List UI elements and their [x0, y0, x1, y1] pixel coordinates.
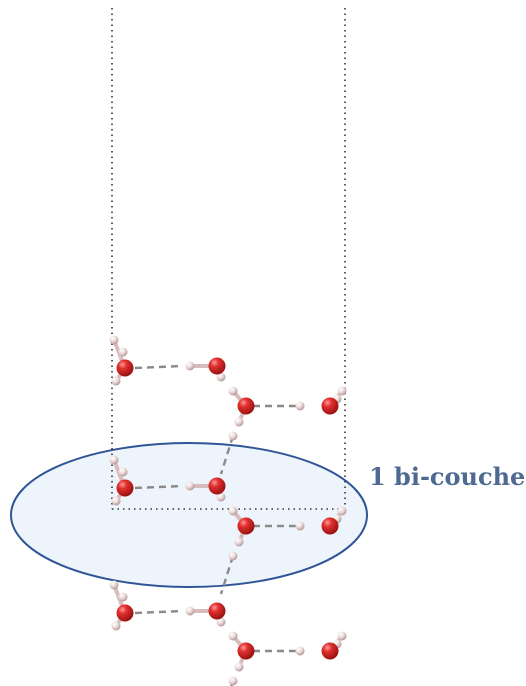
- hydrogen-atom: [234, 537, 244, 547]
- oxygen-atom: [208, 357, 226, 375]
- hydrogen-atom: [295, 401, 305, 411]
- hydrogen-atom: [111, 496, 121, 506]
- hydrogen-atom: [228, 431, 238, 441]
- hydrogen-atom: [109, 455, 119, 465]
- hydrogen-atom: [109, 580, 119, 590]
- hydrogen-atom: [118, 592, 128, 602]
- hydrogen-atom: [234, 417, 244, 427]
- hydrogen-atom: [216, 617, 226, 627]
- hydrogen-atom: [337, 631, 347, 641]
- hydrogen-atom: [295, 521, 305, 531]
- hydrogen-bond: [219, 435, 235, 475]
- hydrogen-atom: [228, 551, 238, 561]
- hydrogen-atom: [337, 506, 347, 516]
- atoms: [109, 335, 347, 686]
- hydrogen-atom: [228, 506, 238, 516]
- oxygen-atom: [116, 359, 134, 377]
- hydrogen-atom: [228, 631, 238, 641]
- oxygen-atom: [237, 642, 255, 660]
- hydrogen-atom: [109, 335, 119, 345]
- hydrogen-atom: [185, 361, 195, 371]
- bilayer-ellipse: [10, 442, 368, 588]
- oxygen-atom: [116, 604, 134, 622]
- hydrogen-atom: [337, 386, 347, 396]
- hydrogen-atom: [185, 481, 195, 491]
- hydrogen-atom: [185, 606, 195, 616]
- bilayer-label: 1 bi-couche: [369, 462, 526, 491]
- oxygen-atom: [208, 477, 226, 495]
- hydrogen-bonds: [134, 364, 297, 686]
- hydrogen-atom: [234, 662, 244, 672]
- hydrogen-atom: [216, 372, 226, 382]
- hydrogen-bond: [134, 364, 184, 370]
- unit-cell-boundary: [111, 8, 346, 510]
- oxygen-atom: [237, 397, 255, 415]
- hydrogen-atom: [118, 347, 128, 357]
- hydrogen-atom: [111, 376, 121, 386]
- oxygen-atom: [321, 397, 339, 415]
- hydrogen-atom: [111, 621, 121, 631]
- hydrogen-bond: [219, 555, 235, 595]
- oxygen-atom: [237, 517, 255, 535]
- oxygen-atom: [321, 517, 339, 535]
- hydrogen-bond: [134, 484, 184, 490]
- hydrogen-atom: [228, 386, 238, 396]
- oxygen-atom: [208, 602, 226, 620]
- oxygen-atom: [321, 642, 339, 660]
- hydrogen-atom: [118, 467, 128, 477]
- oxygen-atom: [116, 479, 134, 497]
- hydrogen-atom: [216, 492, 226, 502]
- hydrogen-atom: [295, 646, 305, 656]
- hydrogen-bond: [134, 609, 184, 615]
- hydrogen-atom: [228, 676, 238, 686]
